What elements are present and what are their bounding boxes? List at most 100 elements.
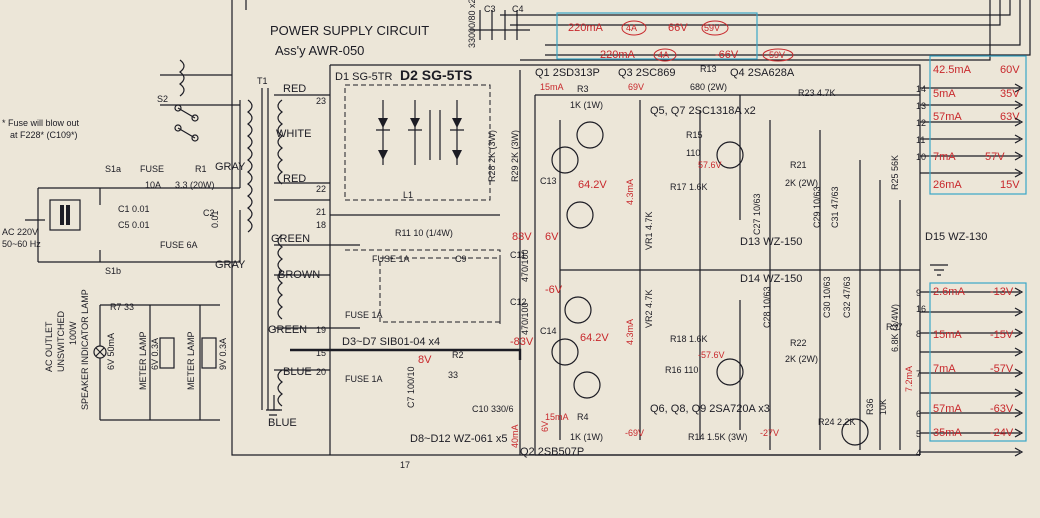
d2-label: D2 SG-5TS <box>400 67 472 83</box>
pin-5: 5 <box>916 429 921 439</box>
transformer-coils <box>179 59 283 407</box>
diode-bridge-d1d2 <box>376 100 464 165</box>
mains-ac-label: AC 220V <box>2 227 38 237</box>
c5-label: C5 0.01 <box>118 220 150 230</box>
pin-23: 23 <box>316 96 326 106</box>
c30-label: C30 10/63 <box>822 276 832 318</box>
top-row2-current: 220mA <box>600 49 636 61</box>
cap-c3-label: C3 <box>484 4 496 14</box>
q4-64v: 64.2V <box>580 332 609 344</box>
fuse-10a-value: 10A <box>145 180 161 190</box>
out-11-voltage: 57V <box>985 151 1005 163</box>
l1-label: L1 <box>403 190 413 200</box>
q2-15ma: 15mA <box>545 412 569 422</box>
pin-6: 6 <box>916 409 921 419</box>
vr2-label: VR2 4.7K <box>644 289 654 328</box>
pin-22: 22 <box>316 184 326 194</box>
switch-s2 <box>174 104 199 142</box>
pin-14: 14 <box>916 84 926 94</box>
pin-21: 21 <box>316 207 326 217</box>
pin-8: 8 <box>916 329 921 339</box>
r18-label: R18 1.6K <box>670 334 708 344</box>
top-row1-circled: 59V <box>704 23 720 33</box>
fuse-1a-bottom: FUSE 1A <box>345 374 383 384</box>
r23-label: R23 4.7K <box>798 88 836 98</box>
r2-label: R2 <box>452 350 464 360</box>
out-13-voltage: 35V <box>1000 88 1020 100</box>
out-10-voltage: 15V <box>1000 179 1020 191</box>
q5-q7-label: Q5, Q7 2SC1318A x2 <box>650 105 756 117</box>
pin-18: 18 <box>316 220 326 230</box>
fuse-1a-top: FUSE 1A <box>372 254 410 264</box>
r36-label: R36 <box>865 398 875 415</box>
c11-value: 470/100 <box>520 249 530 282</box>
pin-12: 12 <box>916 118 926 128</box>
q3-label: Q3 2SC869 <box>618 67 675 79</box>
pin-11: 11 <box>916 135 925 145</box>
out-5-voltage: -24V <box>990 427 1014 439</box>
d13-label: D13 WZ-150 <box>740 236 802 248</box>
q2-label: Q2 2SB507P <box>520 446 584 458</box>
wire-gray-2: GRAY <box>215 259 246 271</box>
indicator-lamps <box>93 304 220 421</box>
top-row2-volt: -66V <box>715 49 739 61</box>
top-row1-current: 220mA <box>568 22 604 34</box>
c13-label: C13 <box>540 176 557 186</box>
output-arrows <box>1014 83 1024 457</box>
out-7-current: 7mA <box>933 363 956 375</box>
lamp2-label: METER LAMP <box>138 331 148 390</box>
q6-4ma: 4.3mA <box>625 319 635 345</box>
c2-value: 0.01 <box>210 210 220 228</box>
c28-label: C28 10/63 <box>762 286 772 328</box>
c31-label: C31 47/63 <box>830 186 840 228</box>
r22-label: R22 <box>790 338 807 348</box>
out-9-voltage: -13V <box>990 286 1014 298</box>
r3-label: R3 <box>577 84 589 94</box>
top-row1-volt: 66V <box>668 22 688 34</box>
out-9-current: 2.6mA <box>933 286 965 298</box>
d1-label: D1 SG-5TR <box>335 71 393 83</box>
pin-10: 10 <box>916 152 926 162</box>
c10-label: C10 330/6 <box>472 404 514 414</box>
component-labels: R3 1K (1W) R4 1K (1W) R15 110 R16 110 R1… <box>395 84 903 442</box>
c7-label: C7 100/10 <box>406 366 416 408</box>
pin-20: 20 <box>316 367 326 377</box>
q2-6v: 6V <box>540 421 550 432</box>
pin-19: 19 <box>316 325 326 335</box>
right-bottom-voltage-box <box>929 282 1027 442</box>
r24-label: R24 2.2K <box>818 417 856 427</box>
out-6-current: 57mA <box>933 403 962 415</box>
fuse-1a-mid: FUSE 1A <box>345 310 383 320</box>
out-10-current: 26mA <box>933 179 962 191</box>
c32-label: C32 47/63 <box>842 276 852 318</box>
mains-plug <box>25 199 81 231</box>
switch-s2-label: S2 <box>157 94 168 104</box>
r15-label: R15 <box>686 130 703 140</box>
q6-q8-q9-label: Q6, Q8, Q9 2SA720A x3 <box>650 403 770 415</box>
out-8-voltage: -15V <box>990 329 1014 341</box>
fuse-note-line1: * Fuse will blow out <box>2 118 80 128</box>
r21-label: R21 <box>790 160 807 170</box>
c1-label: C1 0.01 <box>118 204 150 214</box>
r17-label: R17 1.6K <box>670 182 708 192</box>
pin-4: 4 <box>916 448 921 458</box>
wire-green-2: GREEN <box>268 324 307 336</box>
d8-d12-label: D8~D12 WZ-061 x5 <box>410 433 508 445</box>
r11-label: R11 10 (1/4W) <box>395 228 453 238</box>
q4-label: Q4 2SA628A <box>730 67 795 79</box>
out-7-voltage: -57V <box>990 363 1014 375</box>
t1-label: T1 <box>257 76 268 86</box>
q3-64v: 64.2V <box>578 179 607 191</box>
q2-minus-69v: -69V <box>625 428 644 438</box>
q8-57v: -57.6V <box>698 350 725 360</box>
out-12-current: 57mA <box>933 111 962 123</box>
r4-label: R4 <box>577 412 589 422</box>
r25-label: R25 56K <box>890 155 900 190</box>
wire-white: WHITE <box>276 128 311 140</box>
c2-label: C2 <box>203 208 215 218</box>
top-row2-amp: 4A <box>658 50 669 60</box>
out-14-current: 42.5mA <box>933 64 972 76</box>
rail-minus-83v: -83V <box>510 336 534 348</box>
top-row1-amp: 4A <box>626 23 637 33</box>
